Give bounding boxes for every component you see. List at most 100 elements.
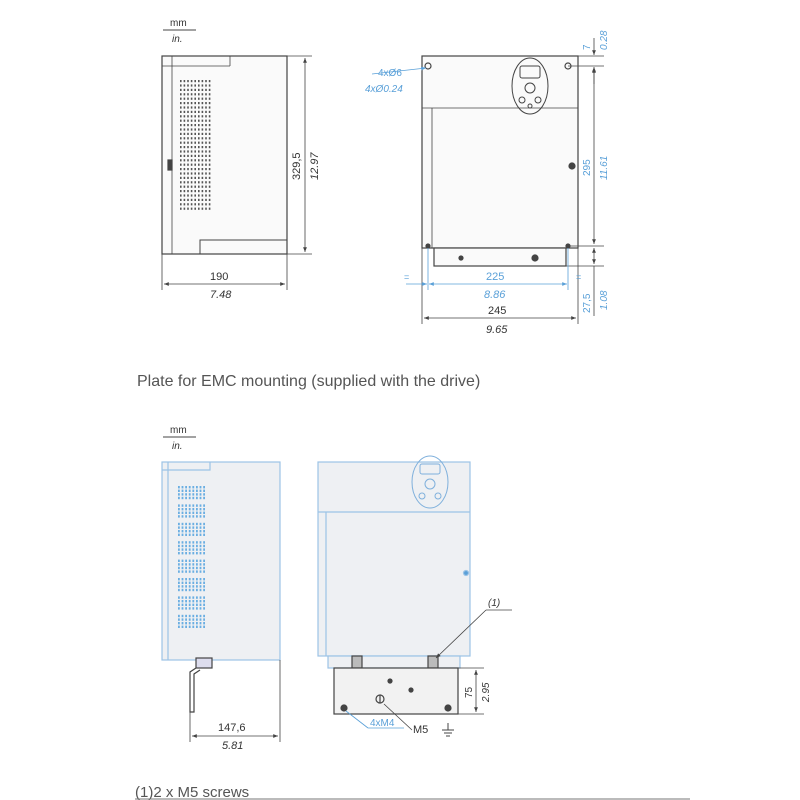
vent-slot bbox=[196, 570, 198, 573]
vent-slot bbox=[198, 115, 200, 118]
vent-slot bbox=[178, 511, 180, 514]
vent-slot bbox=[205, 168, 207, 171]
vent-slot bbox=[180, 88, 182, 91]
vent-slot bbox=[198, 97, 200, 100]
vent-slot bbox=[194, 97, 196, 100]
vent-slot bbox=[192, 618, 195, 621]
vent-slot bbox=[188, 625, 191, 628]
vent-slot bbox=[180, 141, 182, 144]
vent-slot bbox=[208, 128, 211, 131]
vent-slot bbox=[178, 559, 180, 562]
vent-slot bbox=[201, 150, 204, 153]
vent-slot bbox=[201, 128, 204, 131]
vent-slot bbox=[183, 84, 186, 87]
vent-slot bbox=[198, 80, 200, 83]
vent-slot bbox=[181, 548, 184, 551]
bottom-offset-mm: 27,5 bbox=[582, 293, 593, 313]
vent-slot bbox=[205, 159, 207, 162]
vent-slot bbox=[180, 185, 182, 188]
side-bracket-2 bbox=[189, 657, 213, 713]
vent-slot bbox=[190, 106, 193, 109]
vent-slot bbox=[192, 489, 195, 492]
vent-slot bbox=[187, 88, 189, 91]
vent-slot bbox=[178, 607, 180, 610]
vent-slot bbox=[180, 124, 182, 127]
vent-slot bbox=[196, 508, 198, 511]
vent-slot bbox=[208, 194, 211, 197]
vent-slot bbox=[183, 128, 186, 131]
vent-slot bbox=[205, 124, 207, 127]
side-width-mm: 190 bbox=[210, 271, 228, 283]
vent-slot bbox=[203, 614, 205, 618]
vent-slot bbox=[183, 124, 186, 127]
vent-slot bbox=[178, 541, 180, 544]
vent-slot bbox=[201, 132, 204, 135]
vent-slot bbox=[196, 578, 198, 581]
vent-slot bbox=[188, 570, 191, 573]
vent-slot bbox=[199, 522, 202, 526]
vent-slot bbox=[187, 190, 189, 193]
vent-slot bbox=[198, 163, 200, 166]
plate-height-dimension: 75 2.95 bbox=[458, 667, 492, 715]
vent-slot bbox=[181, 625, 184, 628]
vent-slot bbox=[208, 93, 211, 96]
vent-slot bbox=[181, 622, 184, 625]
vent-slot bbox=[196, 596, 198, 599]
vent-slot bbox=[198, 141, 200, 144]
vent-slot bbox=[194, 172, 196, 175]
vent-slot bbox=[196, 618, 198, 621]
plate-caption: Plate for EMC mounting (supplied with th… bbox=[137, 373, 480, 390]
vent-slot bbox=[208, 97, 211, 100]
vent-slot bbox=[205, 150, 207, 153]
vent-slot bbox=[178, 522, 180, 526]
vent-slot bbox=[198, 207, 200, 210]
vent-slot bbox=[190, 137, 193, 140]
front-view-2 bbox=[317, 461, 471, 669]
vent-slot bbox=[192, 508, 195, 511]
vent-slot bbox=[198, 88, 200, 91]
vent-slot bbox=[201, 137, 204, 140]
vent-slot bbox=[178, 614, 180, 618]
vent-slot bbox=[199, 607, 202, 610]
vent-slot bbox=[194, 181, 196, 184]
vent-slot bbox=[187, 132, 189, 135]
vent-slot bbox=[203, 522, 205, 526]
vent-slot bbox=[181, 522, 184, 526]
vent-slot bbox=[205, 198, 207, 201]
equal-mark-left: = bbox=[404, 272, 409, 282]
vent-slot bbox=[185, 618, 187, 621]
vent-slot bbox=[181, 596, 184, 599]
vent-slot bbox=[188, 596, 191, 599]
vent-slot bbox=[187, 146, 189, 149]
vent-slot bbox=[198, 176, 200, 179]
vent-slot bbox=[201, 190, 204, 193]
vent-slot bbox=[190, 176, 193, 179]
vent-slot bbox=[183, 93, 186, 96]
vent-slot bbox=[178, 581, 180, 584]
side-height-in: 12.97 bbox=[309, 152, 321, 180]
vent-slot bbox=[181, 541, 184, 544]
vent-slot bbox=[201, 172, 204, 175]
vent-slot bbox=[194, 93, 196, 96]
vent-slot bbox=[185, 504, 187, 507]
vent-slot bbox=[178, 578, 180, 581]
unit-mm: mm bbox=[170, 18, 187, 29]
vent-slot bbox=[205, 106, 207, 109]
vent-slot bbox=[181, 533, 184, 536]
vent-slot bbox=[192, 570, 195, 573]
vent-slot bbox=[198, 154, 200, 157]
vent-slot bbox=[198, 124, 200, 127]
vent-slot bbox=[208, 137, 211, 140]
vent-slot bbox=[205, 207, 207, 210]
vent-slot bbox=[188, 548, 191, 551]
vent-slot bbox=[188, 578, 191, 581]
drawing-1: mm in. 329,5 12.97 190 7.4 bbox=[161, 18, 610, 336]
vent-slot bbox=[183, 185, 186, 188]
vent-slot bbox=[183, 159, 186, 162]
vent-slot bbox=[185, 570, 187, 573]
vent-slot bbox=[187, 84, 189, 87]
vent-slot bbox=[196, 588, 198, 592]
vent-slot bbox=[194, 80, 196, 83]
vent-slot bbox=[188, 603, 191, 606]
